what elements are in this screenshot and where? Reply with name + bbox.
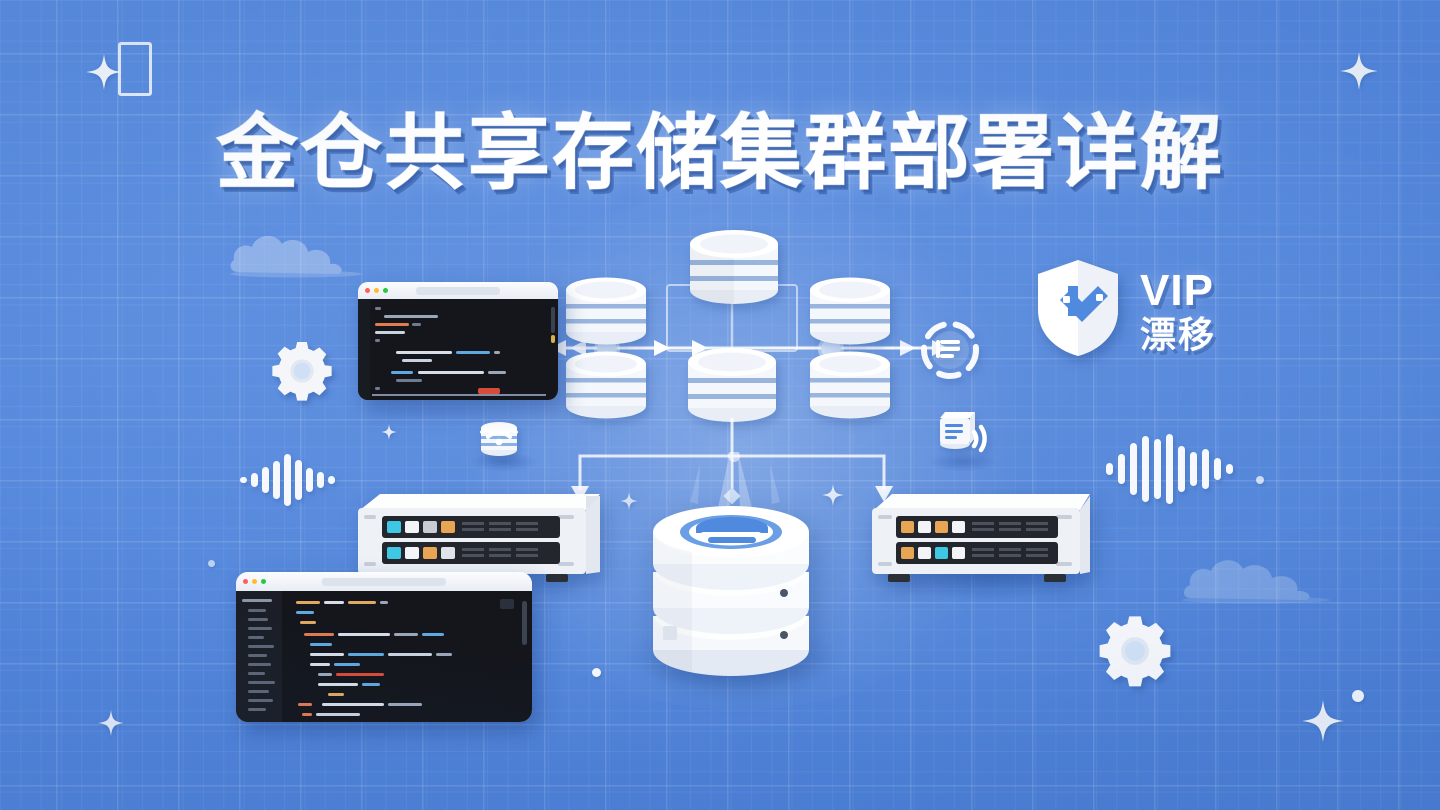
- database-node-right-bottom: [808, 348, 892, 427]
- page-title: 金仓共享存储集群部署详解: [215, 108, 1224, 200]
- dot-decor-2: [592, 668, 601, 677]
- code-area-top[interactable]: [358, 299, 558, 400]
- sparkle-icon-diagram: [822, 484, 844, 506]
- file-explorer-sidebar[interactable]: [236, 591, 282, 722]
- dot-decor-1: [1352, 690, 1364, 702]
- shared-storage-cluster-diagram: [548, 226, 968, 426]
- gutter-top: [358, 299, 370, 400]
- database-node-left-top: [564, 274, 648, 353]
- dot-decor-3: [1256, 476, 1264, 484]
- scrollbar-top[interactable]: [551, 307, 555, 333]
- server-rack-right[interactable]: [866, 488, 1098, 597]
- waveform-icon-right: [1106, 432, 1233, 506]
- maximize-icon[interactable]: [261, 579, 266, 584]
- cloud-decor-bottom-right: [1182, 552, 1336, 604]
- window-titlebar-bottom: [236, 572, 532, 591]
- close-icon[interactable]: [243, 579, 248, 584]
- database-node-left-bottom: [564, 348, 648, 427]
- minimize-icon[interactable]: [252, 579, 257, 584]
- database-node-center: [686, 344, 778, 431]
- shield-check-icon: [1030, 256, 1126, 365]
- maximize-icon[interactable]: [383, 288, 388, 293]
- minimap-bottom: [500, 599, 514, 609]
- sparkle-icon-top-left: [86, 54, 122, 90]
- wifi-db-shadow: [470, 452, 538, 472]
- vip-label-line1: VIP: [1140, 265, 1214, 315]
- vip-badge: VIP 漂移: [1030, 256, 1216, 365]
- gear-icon-left: [271, 340, 333, 407]
- code-editor-window-top[interactable]: [358, 282, 558, 400]
- wifi-server-shadow: [928, 452, 998, 472]
- gear-icon-right: [1098, 614, 1172, 693]
- sparkle-icon-top-right: [1340, 52, 1378, 90]
- close-icon[interactable]: [365, 288, 370, 293]
- database-node-right-top: [808, 274, 892, 353]
- address-bar-top[interactable]: [416, 286, 500, 295]
- address-bar-bottom[interactable]: [321, 577, 447, 586]
- window-titlebar-top: [358, 282, 558, 299]
- rectangle-outline-decor: [118, 42, 152, 96]
- code-area-bottom[interactable]: [236, 591, 532, 722]
- vip-label-line2: 漂移: [1140, 313, 1217, 355]
- database-node-top-center: [688, 226, 780, 313]
- sparkle-icon-diagram-2: [620, 492, 638, 510]
- shared-storage-database[interactable]: [636, 492, 826, 682]
- code-editor-window-bottom[interactable]: [236, 572, 532, 722]
- sparkle-icon-bottom-right: [1302, 700, 1344, 742]
- sparkle-icon-mid-left: [381, 424, 397, 440]
- document-ring-icon: [918, 318, 982, 387]
- dot-decor-4: [208, 560, 215, 567]
- wifi-database-icon-left: [470, 406, 528, 469]
- scroll-marker-top: [551, 335, 555, 343]
- wifi-server-icon-right: [930, 400, 990, 465]
- scrollbar-bottom[interactable]: [522, 601, 527, 645]
- cloud-decor-top-left: [228, 228, 364, 278]
- minimize-icon[interactable]: [374, 288, 379, 293]
- status-divider-top: [372, 394, 546, 396]
- error-badge-top: [478, 388, 500, 394]
- waveform-icon-left: [240, 452, 335, 508]
- vip-badge-text: VIP 漂移: [1140, 265, 1217, 355]
- sparkle-icon-bottom-left: [98, 710, 124, 736]
